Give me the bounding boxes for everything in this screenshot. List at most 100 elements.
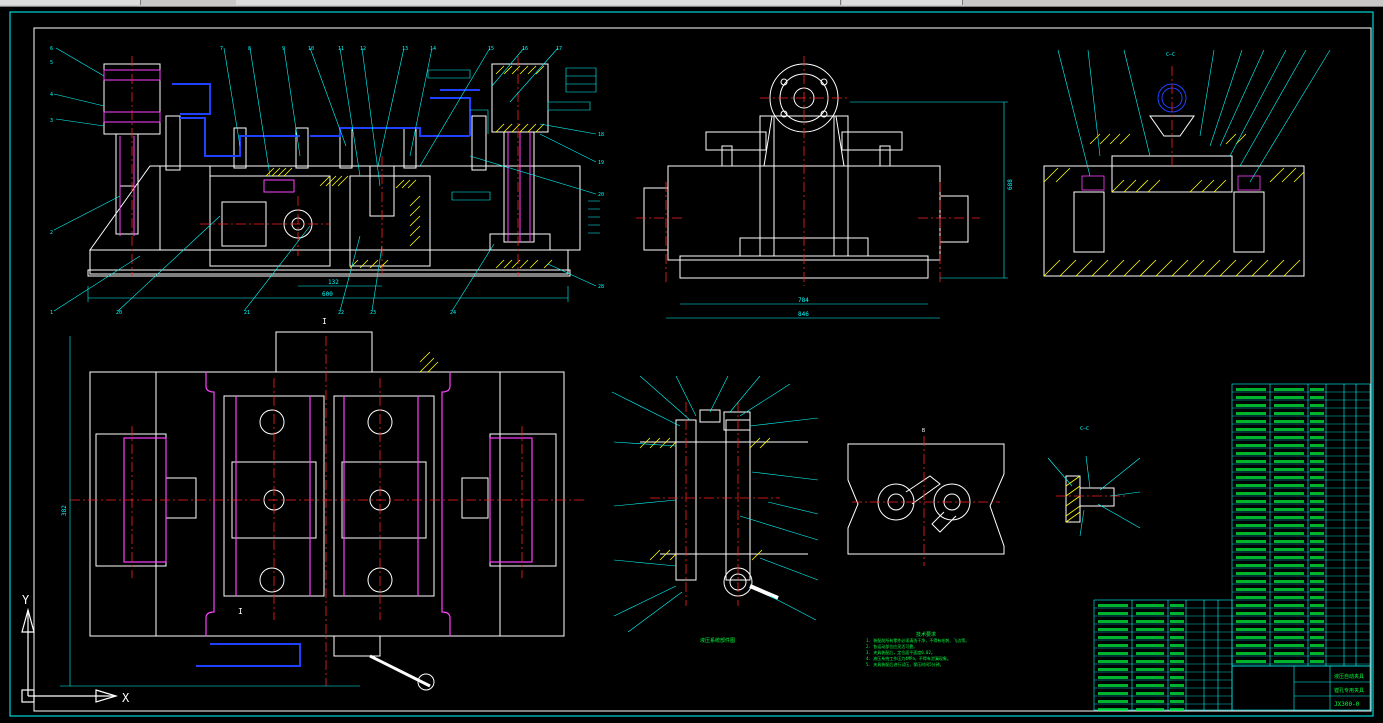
parts-list-2-cell-mark bbox=[1170, 700, 1184, 703]
ucs-x-label: X bbox=[122, 691, 130, 705]
parts-list-cell-mark bbox=[1274, 460, 1304, 463]
parts-list-cell-mark bbox=[1236, 508, 1266, 511]
parts-list-2-cell-mark bbox=[1098, 708, 1128, 711]
parts-list-2-cell-mark bbox=[1136, 628, 1164, 631]
parts-list-cell-mark bbox=[1236, 468, 1266, 471]
svg-text:8: 8 bbox=[248, 46, 251, 52]
parts-list-2-cell-mark bbox=[1170, 676, 1184, 679]
svg-text:6: 6 bbox=[50, 46, 53, 52]
section-cc-small bbox=[1065, 475, 1115, 523]
note-line-4: 4. 液压系统工作压力4MPa，不得有泄漏现象。 bbox=[866, 656, 951, 661]
parts-list-cell-mark bbox=[1236, 436, 1266, 439]
parts-list-cell-mark bbox=[1274, 492, 1304, 495]
parts-list-cell-mark bbox=[1236, 452, 1266, 455]
dimension-600: 600 bbox=[322, 291, 333, 298]
parts-list-cell-mark bbox=[1310, 428, 1324, 431]
parts-list-cell-mark bbox=[1236, 412, 1266, 415]
parts-list-2-cell-mark bbox=[1170, 636, 1184, 639]
section-view-hatching bbox=[1043, 133, 1305, 277]
dimension-688: 688 bbox=[1007, 179, 1014, 190]
title-block bbox=[1231, 665, 1371, 711]
parts-list-cell-mark bbox=[1236, 564, 1266, 567]
svg-text:9: 9 bbox=[282, 46, 285, 52]
plan-view-dims bbox=[60, 336, 360, 687]
parts-list-cell-mark bbox=[1236, 620, 1266, 623]
parts-list-cell-mark bbox=[1310, 604, 1324, 607]
tab-segment-4[interactable] bbox=[842, 0, 963, 5]
parts-list-cell-mark bbox=[1274, 444, 1304, 447]
parts-list-2-cell-mark bbox=[1136, 620, 1164, 623]
parts-list-cell-mark bbox=[1310, 500, 1324, 503]
parts-list-cell-mark bbox=[1236, 588, 1266, 591]
section-cc-small-hatching bbox=[1065, 475, 1081, 523]
tab-segment-3[interactable] bbox=[384, 0, 841, 5]
parts-list-2-cell-mark bbox=[1170, 660, 1184, 663]
detail-view-leaders bbox=[611, 375, 819, 633]
dimension-132: 132 bbox=[328, 279, 339, 286]
title-block-company: 液压自动夹具 bbox=[1334, 673, 1364, 680]
plan-view-centerlines bbox=[70, 336, 584, 686]
parts-list-cell-mark bbox=[1274, 564, 1304, 567]
parts-list-rows bbox=[1232, 391, 1370, 665]
svg-text:11: 11 bbox=[338, 46, 344, 52]
parts-list-2-cell-mark bbox=[1136, 644, 1164, 647]
parts-list-cell-mark bbox=[1274, 580, 1304, 583]
svg-text:2: 2 bbox=[50, 230, 53, 236]
parts-list-cell-mark bbox=[1274, 532, 1304, 535]
svg-text:22: 22 bbox=[338, 310, 344, 316]
parts-list-2-cell-mark bbox=[1170, 708, 1184, 711]
section-hatching bbox=[265, 65, 553, 269]
parts-list-cell-mark bbox=[1236, 428, 1266, 431]
parts-list-cell-mark bbox=[1236, 556, 1266, 559]
tab-segment-2[interactable] bbox=[236, 0, 385, 5]
parts-list-2-cell-mark bbox=[1098, 700, 1128, 703]
parts-list-cell-mark bbox=[1310, 596, 1324, 599]
parts-list-cell-mark bbox=[1274, 476, 1304, 479]
parts-list-cell-mark bbox=[1310, 444, 1324, 447]
section-label-cc: C—C bbox=[1166, 52, 1175, 58]
parts-list-cell-mark bbox=[1236, 652, 1266, 655]
parts-list-2-cell-mark bbox=[1098, 636, 1128, 639]
parts-list-cell-mark bbox=[1236, 500, 1266, 503]
svg-text:28: 28 bbox=[598, 284, 604, 290]
parts-list-cell-mark bbox=[1310, 540, 1324, 543]
svg-text:4: 4 bbox=[50, 92, 53, 98]
parts-list-cell-mark bbox=[1236, 516, 1266, 519]
parts-list-2-cell-mark bbox=[1136, 668, 1164, 671]
parts-list-2-cell-mark bbox=[1170, 604, 1184, 607]
svg-text:20: 20 bbox=[116, 310, 122, 316]
parts-list-cell-mark bbox=[1274, 588, 1304, 591]
svg-text:7: 7 bbox=[220, 46, 223, 52]
parts-list-cell-mark bbox=[1274, 556, 1304, 559]
parts-list-cell-mark bbox=[1236, 404, 1266, 407]
parts-list-cell-mark bbox=[1236, 572, 1266, 575]
tab-segment-1[interactable] bbox=[0, 0, 141, 5]
parts-list-cell-mark bbox=[1274, 652, 1304, 655]
title-block-number: JX300-0 bbox=[1334, 701, 1360, 708]
parts-list-2-cell-mark bbox=[1098, 644, 1128, 647]
dimension-846: 846 bbox=[798, 311, 809, 318]
parts-list-cell-mark bbox=[1236, 596, 1266, 599]
plan-view-blue bbox=[196, 643, 301, 667]
parts-list-cell-mark bbox=[1310, 628, 1324, 631]
parts-list-2-rows bbox=[1094, 607, 1232, 705]
parts-list-cell-mark bbox=[1310, 660, 1324, 663]
parts-list-2-cell-mark bbox=[1098, 676, 1128, 679]
dimension-382: 382 bbox=[61, 505, 68, 516]
parts-list-cell-mark bbox=[1310, 492, 1324, 495]
technical-notes: 技术要求 1. 装配前所有零件必须清洗干净，不得有毛刺、飞边等。 2. 各运动部… bbox=[866, 632, 986, 668]
parts-list-cell-mark bbox=[1310, 484, 1324, 487]
parts-list-cell-mark bbox=[1274, 388, 1304, 391]
svg-text:1: 1 bbox=[50, 310, 53, 316]
title-block-name: 镗孔专用夹具 bbox=[1334, 687, 1364, 694]
parts-list-2-cell-mark bbox=[1136, 636, 1164, 639]
parts-list-cell-mark bbox=[1310, 420, 1324, 423]
side-view bbox=[643, 63, 969, 279]
parts-list-cell-mark bbox=[1310, 652, 1324, 655]
parts-list-cell-mark bbox=[1310, 636, 1324, 639]
svg-text:23: 23 bbox=[370, 310, 376, 316]
svg-text:19: 19 bbox=[598, 160, 604, 166]
parts-list-2-cell-mark bbox=[1136, 676, 1164, 679]
parts-list-cell-mark bbox=[1274, 404, 1304, 407]
